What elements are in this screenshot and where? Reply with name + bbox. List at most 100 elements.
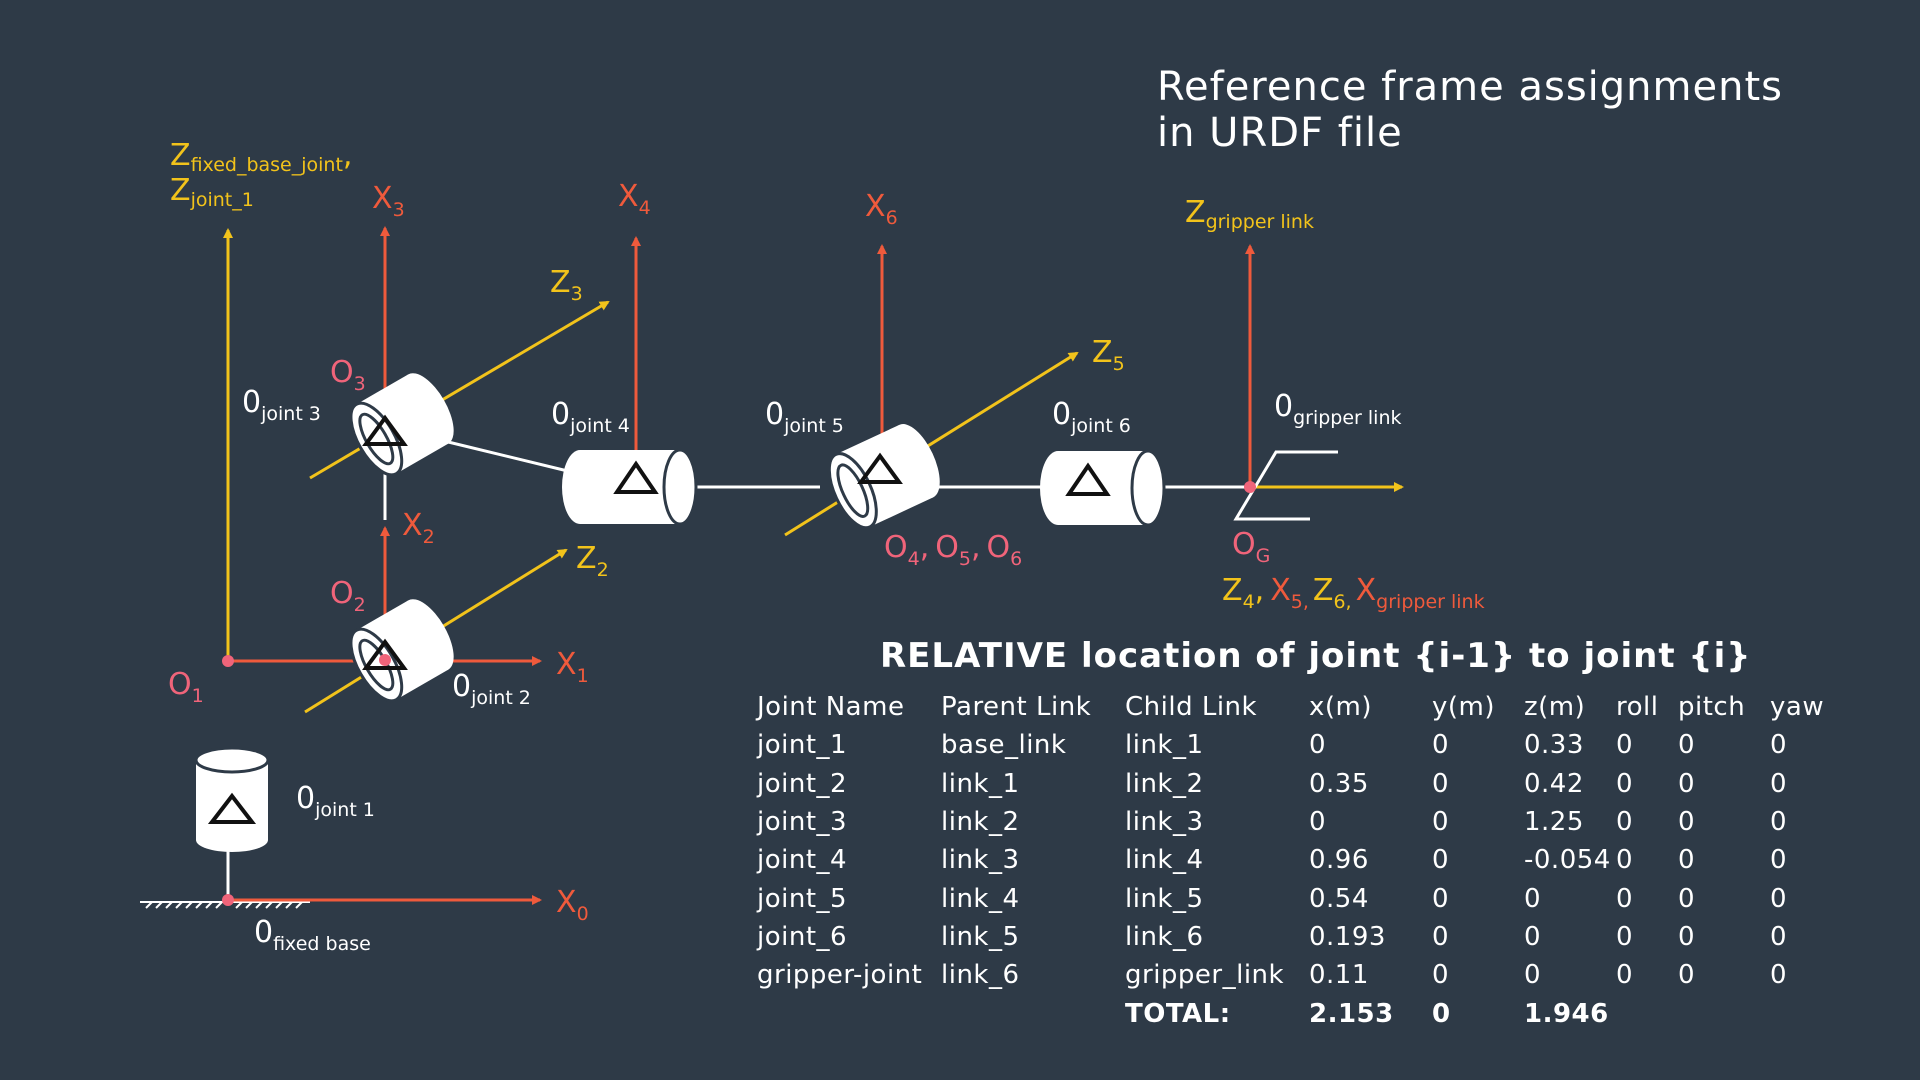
joint-2-cylinder xyxy=(349,599,454,703)
joint-3-cylinder xyxy=(349,373,454,477)
gripper-shape xyxy=(1233,450,1338,521)
label-0-joint6: 0joint 6 xyxy=(1052,397,1131,437)
robot-links xyxy=(226,435,1245,902)
label-z5: Z5 xyxy=(1092,335,1125,375)
col-x: x(m) xyxy=(1309,692,1373,723)
cell: 0 xyxy=(1678,960,1696,991)
label-z-joint1: Zjoint_1 xyxy=(170,173,254,211)
cell: base_link xyxy=(941,730,1067,761)
cell: 0 xyxy=(1678,730,1696,761)
cell: 0 xyxy=(1678,807,1696,838)
joint-table: Joint Name Parent Link Child Link x(m) y… xyxy=(757,688,1830,1033)
cell: link_4 xyxy=(941,883,1020,914)
cell: 0 xyxy=(1616,883,1634,914)
cell: 0 xyxy=(1432,960,1450,991)
cell: 0 xyxy=(1616,768,1634,799)
label-og: OG xyxy=(1232,527,1270,567)
cell: link_6 xyxy=(1125,921,1204,952)
cell: 0 xyxy=(1524,960,1542,991)
page-title-line-1: Reference frame assignments xyxy=(1157,64,1783,110)
label-0-gripper-link: 0gripper link xyxy=(1274,389,1402,429)
joint-2-triangle xyxy=(362,638,408,670)
table-heading: RELATIVE location of joint {i-1} to join… xyxy=(880,636,1752,676)
joint-4-cylinder xyxy=(562,448,698,526)
label-0-fixed-base: 0fixed base xyxy=(254,915,371,955)
total-z: 1.946 xyxy=(1524,998,1609,1029)
cell: 0 xyxy=(1678,845,1696,876)
col-parent-link: Parent Link xyxy=(941,692,1092,723)
cell: link_6 xyxy=(941,960,1020,991)
col-y: y(m) xyxy=(1432,692,1496,723)
table-header-row: Joint Name Parent Link Child Link x(m) y… xyxy=(757,688,1830,726)
cell: link_3 xyxy=(941,845,1020,876)
cell: 0 xyxy=(1770,730,1788,761)
cell: 0 xyxy=(1770,960,1788,991)
cell: link_1 xyxy=(941,768,1020,799)
cell-empty xyxy=(941,994,1125,1032)
joint-5-triangle xyxy=(857,452,903,484)
cell: 0 xyxy=(1678,768,1696,799)
label-0-joint1: 0joint 1 xyxy=(296,781,375,821)
cell: 0 xyxy=(1770,845,1788,876)
total-label: TOTAL: xyxy=(1125,998,1231,1029)
total-x: 2.153 xyxy=(1309,998,1394,1029)
label-o3: O3 xyxy=(330,355,366,395)
label-x0: X0 xyxy=(556,885,589,925)
cell: 0 xyxy=(1770,883,1788,914)
cell: 0.42 xyxy=(1524,768,1584,799)
label-x4: X4 xyxy=(618,179,651,219)
label-0-joint2: 0joint 2 xyxy=(452,669,531,709)
label-0-joint5: 0joint 5 xyxy=(765,397,844,437)
cell: 0 xyxy=(1770,807,1788,838)
cell: joint_1 xyxy=(757,730,848,761)
page-title: Reference frame assignments in URDF file xyxy=(1157,64,1783,156)
cell: 0.33 xyxy=(1524,730,1584,761)
col-roll: roll xyxy=(1616,692,1659,723)
cell-empty xyxy=(1770,994,1830,1032)
cell: link_4 xyxy=(1125,845,1204,876)
x-axes xyxy=(228,226,1255,905)
label-z2: Z2 xyxy=(576,541,609,581)
cell: 0 xyxy=(1616,807,1634,838)
cell: link_5 xyxy=(1125,883,1204,914)
cell: 0.96 xyxy=(1309,845,1369,876)
cell: joint_6 xyxy=(757,921,848,952)
cell: link_2 xyxy=(941,807,1020,838)
col-yaw: yaw xyxy=(1770,692,1825,723)
cell: 1.25 xyxy=(1524,807,1584,838)
cell: 0.54 xyxy=(1309,883,1369,914)
label-0-joint4: 0joint 4 xyxy=(551,397,630,437)
joint-5-cylinder xyxy=(827,424,940,530)
cell: 0 xyxy=(1432,730,1450,761)
label-x3: X3 xyxy=(372,181,405,221)
cell: link_1 xyxy=(1125,730,1204,761)
label-z-gripper: Zgripper link xyxy=(1185,195,1314,233)
cell: joint_4 xyxy=(757,845,848,876)
cell: 0 xyxy=(1432,883,1450,914)
cell: 0 xyxy=(1678,883,1696,914)
cell: joint_2 xyxy=(757,768,848,799)
cell: link_5 xyxy=(941,921,1020,952)
joint-1-cylinder xyxy=(194,746,270,852)
cell-empty xyxy=(1678,994,1770,1032)
cell: 0 xyxy=(1616,960,1634,991)
cell: 0 xyxy=(1616,921,1634,952)
cell: 0 xyxy=(1524,921,1542,952)
cell: 0 xyxy=(1616,845,1634,876)
cell: 0 xyxy=(1432,768,1450,799)
label-o4-o5-o6: O4,O5,O6 xyxy=(884,530,1022,570)
label-o1: O1 xyxy=(168,667,204,707)
cell: 0.193 xyxy=(1309,921,1386,952)
cell: 0 xyxy=(1432,807,1450,838)
cell: link_3 xyxy=(1125,807,1204,838)
col-child-link: Child Link xyxy=(1125,692,1258,723)
origin-dots xyxy=(222,481,1256,906)
col-z: z(m) xyxy=(1524,692,1586,723)
